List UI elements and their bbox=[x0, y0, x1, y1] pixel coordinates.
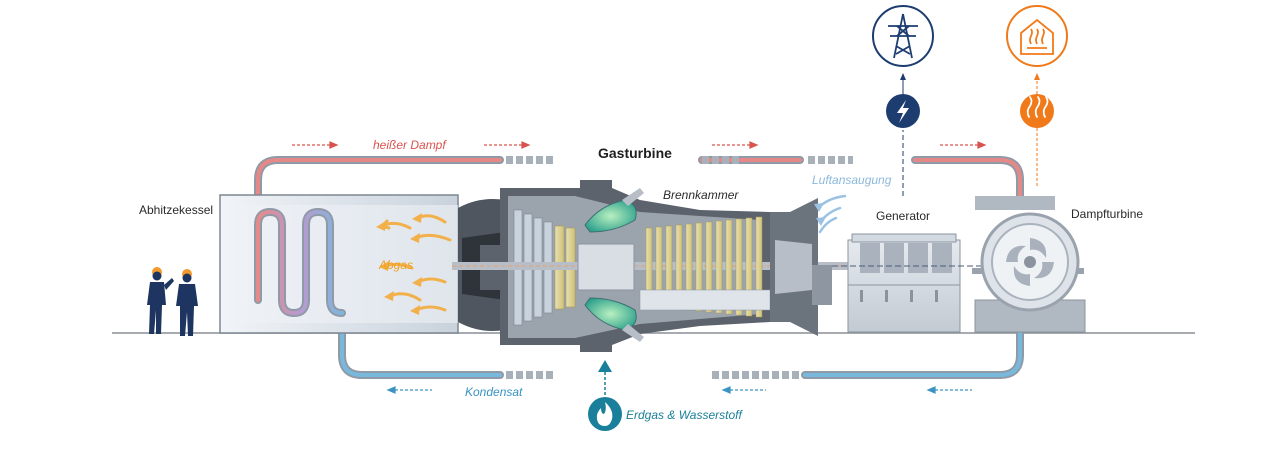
combustion-chamber-label: Brennkammer bbox=[663, 188, 739, 202]
steam-turbine-rotor bbox=[1006, 238, 1054, 286]
heated-house-icon bbox=[1006, 5, 1068, 67]
steam-pipe-dashes bbox=[506, 156, 853, 164]
power-pylon-icon bbox=[872, 5, 934, 67]
compressor-blades bbox=[645, 216, 763, 318]
combustion-chamber-bottom bbox=[584, 297, 637, 331]
flame-icon bbox=[588, 397, 622, 431]
generator-label: Generator bbox=[876, 209, 931, 223]
lightning-bolt-icon bbox=[886, 94, 920, 128]
combustion-chamber-top bbox=[584, 199, 637, 233]
condensate-pipe-dashes bbox=[506, 371, 799, 379]
steam-turbine bbox=[972, 196, 1086, 333]
fuel-label: Erdgas & Wasserstoff bbox=[626, 408, 742, 422]
gas-turbine-label: Gasturbine bbox=[598, 145, 672, 161]
gas-turbine bbox=[452, 180, 852, 352]
condensate-label: Kondensat bbox=[465, 385, 523, 399]
worker-figures bbox=[147, 267, 198, 336]
air-intake-arrows bbox=[816, 194, 847, 234]
exhaust-label: Abgas bbox=[379, 258, 414, 272]
worker-left bbox=[147, 267, 174, 334]
worker-right bbox=[176, 269, 198, 336]
hot-steam-label: heißer Dampf bbox=[373, 138, 446, 152]
heat-waves-icon bbox=[1020, 94, 1054, 128]
exhaust-arrowheads bbox=[376, 213, 422, 315]
steam-turbine-label: Dampfturbine bbox=[1071, 207, 1144, 221]
hrsg-label: Abhitzekessel bbox=[139, 203, 214, 217]
generator bbox=[832, 233, 990, 333]
air-intake-label: Luftansaugung bbox=[812, 173, 892, 187]
condensate-pipe bbox=[338, 246, 1024, 379]
